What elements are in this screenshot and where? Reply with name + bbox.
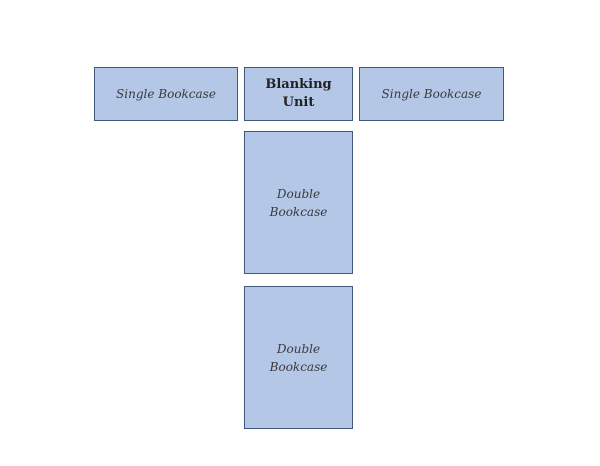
box-label: Single Bookcase — [116, 87, 216, 101]
box-label: Blanking Unit — [265, 77, 332, 110]
single-bookcase-left: Single Bookcase — [94, 67, 238, 121]
single-bookcase-right: Single Bookcase — [359, 67, 504, 121]
box-label: Double Bookcase — [269, 186, 328, 219]
box-label: Single Bookcase — [381, 87, 482, 101]
double-bookcase-middle: Double Bookcase — [244, 131, 353, 274]
box-label: Double Bookcase — [269, 341, 328, 374]
double-bookcase-bottom: Double Bookcase — [244, 286, 353, 429]
blanking-unit: Blanking Unit — [244, 67, 353, 121]
